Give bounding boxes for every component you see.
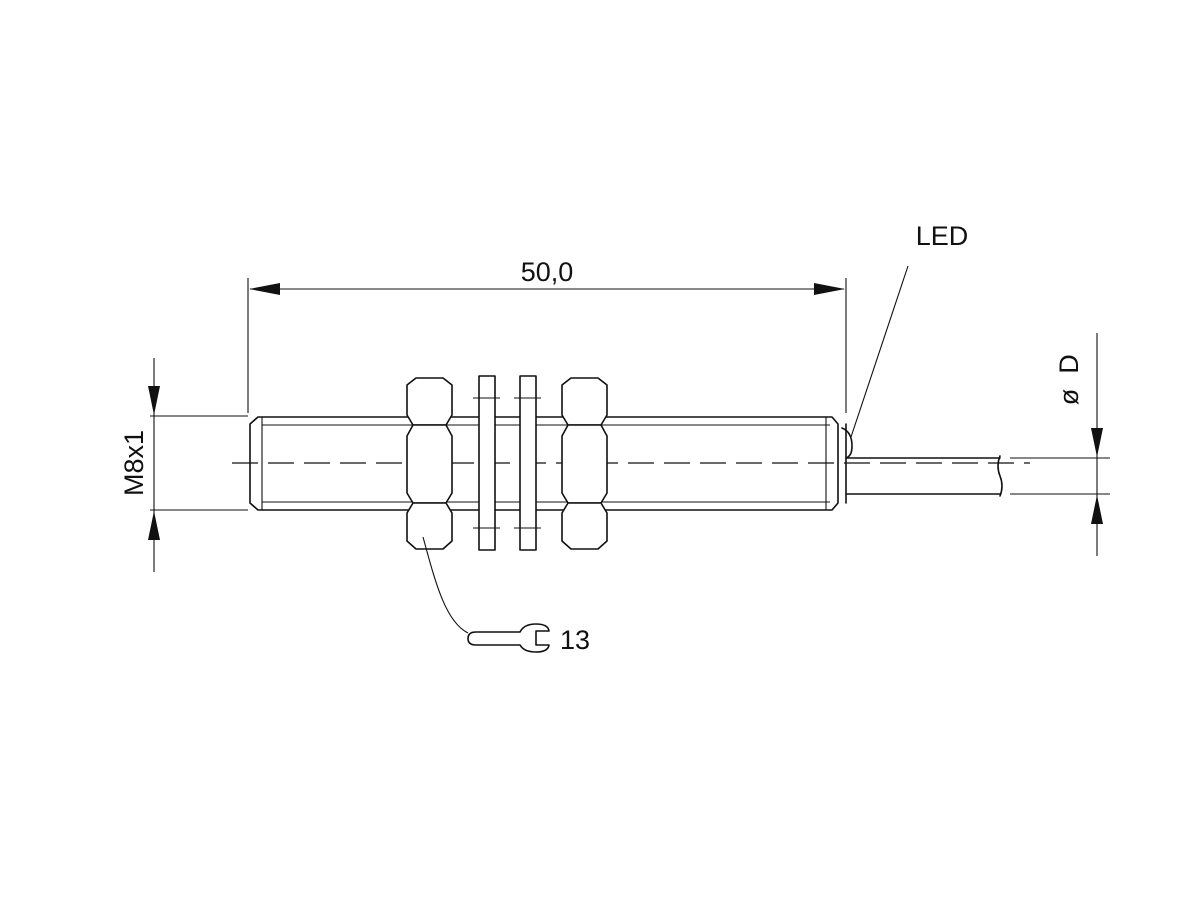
arrowhead-thread-top	[148, 386, 160, 415]
cable	[845, 455, 1003, 497]
diameter-symbol: ø	[1054, 389, 1084, 406]
led-leader-line	[850, 265, 909, 438]
arrowhead-left	[249, 283, 280, 295]
wrench-size-label: 13	[560, 625, 590, 655]
diameter-label: D	[1054, 354, 1084, 374]
arrowhead-thread-bottom	[148, 511, 160, 540]
led-indicator	[841, 427, 853, 459]
hex-nut-left	[406, 377, 453, 550]
wrench-icon	[467, 623, 550, 653]
washer-right	[514, 375, 541, 551]
diameter-dimension	[1010, 333, 1110, 556]
arrowhead-right	[814, 283, 845, 295]
wrench-leader-line	[422, 536, 469, 634]
arrowhead-diameter-top	[1091, 428, 1103, 457]
led-label: LED	[916, 221, 969, 251]
length-label: 50,0	[521, 257, 574, 287]
length-dimension	[247, 278, 847, 413]
thread-dimension	[148, 358, 248, 572]
hex-nut-right	[561, 377, 608, 550]
washer-left	[473, 375, 500, 551]
sensor-body	[249, 416, 839, 511]
arrowhead-diameter-bottom	[1091, 495, 1103, 524]
thread-label: M8x1	[119, 430, 149, 496]
